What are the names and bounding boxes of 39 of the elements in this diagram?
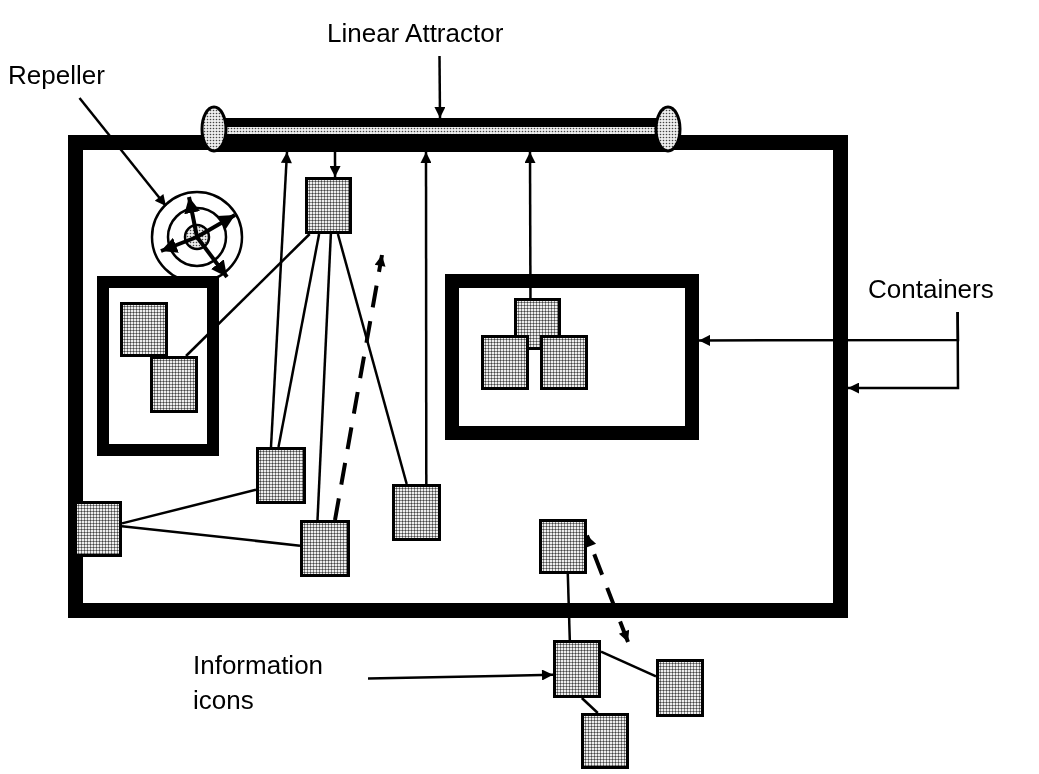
information-icon-square <box>74 501 122 557</box>
arrow <box>848 312 960 394</box>
connector-line <box>277 233 321 448</box>
connector-line <box>566 573 572 641</box>
information-icon-square <box>305 177 352 234</box>
information-icon-square <box>481 335 529 390</box>
arrow <box>367 669 554 681</box>
connector-line <box>336 233 408 485</box>
arrow <box>78 97 167 207</box>
arrow <box>269 151 292 448</box>
information-icon-square <box>553 640 601 698</box>
container-box <box>97 276 219 456</box>
information-icon-square <box>540 335 588 390</box>
information-icon-square <box>150 356 198 413</box>
arrow <box>524 152 536 298</box>
connector-line <box>316 233 333 521</box>
information-icon-square <box>256 447 306 504</box>
connector-line <box>600 650 657 678</box>
arrow <box>329 152 341 177</box>
information-icon-square <box>656 659 704 717</box>
linear-attractor-bar <box>200 106 682 152</box>
information-icon-square <box>120 302 168 357</box>
container-box <box>445 274 699 440</box>
connector-line <box>185 233 311 357</box>
arrow <box>434 56 446 118</box>
dashed-arrow <box>333 254 386 521</box>
callout-label: Containers <box>868 272 1028 312</box>
connector-line <box>580 697 599 714</box>
callout-label: Repeller <box>8 58 138 98</box>
connector-line <box>121 524 301 547</box>
information-icon-square <box>392 484 441 541</box>
connector-line <box>121 488 257 525</box>
arrow <box>420 152 432 484</box>
dashed-arrow <box>585 534 630 643</box>
information-icon-square <box>300 520 350 577</box>
callout-label: Information icons <box>193 648 368 724</box>
information-icon-square <box>539 519 587 574</box>
information-icon-square <box>581 713 629 769</box>
callout-label: Linear Attractor <box>327 16 552 56</box>
